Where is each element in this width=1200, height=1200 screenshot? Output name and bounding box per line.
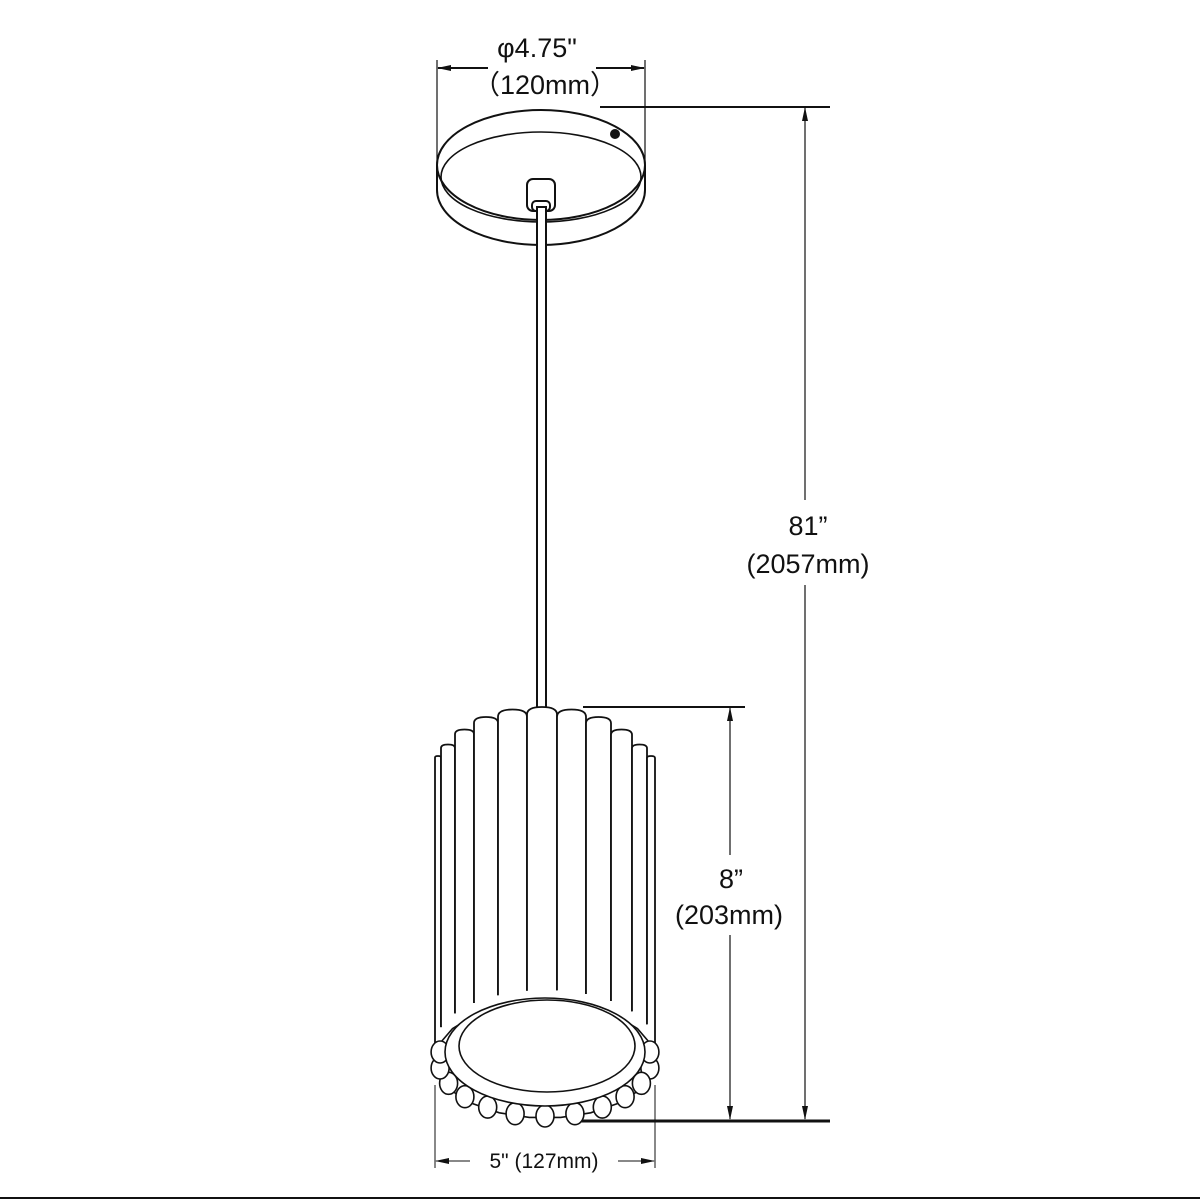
shade-flute (473, 716, 499, 1003)
shade-height-dimension (583, 706, 745, 1120)
shade-flute (497, 708, 528, 996)
shade-flute (526, 706, 558, 991)
shade-height-imperial: 8” (719, 864, 743, 894)
downrod (536, 206, 547, 710)
shade-flute (440, 743, 456, 1028)
rim-scallop (455, 1084, 475, 1109)
canopy-width-dimension (436, 60, 646, 175)
shade-height-metric: (203mm) (675, 900, 783, 930)
shade-width-dimension (434, 1085, 656, 1168)
rim-scallop (565, 1101, 585, 1126)
shade-width-label: 5" (127mm) (490, 1150, 599, 1173)
canopy-width-metric: （120mm） (473, 70, 617, 100)
rim-scallop (631, 1071, 652, 1096)
shade-flute (646, 755, 656, 1045)
shade-flute (454, 728, 475, 1014)
canopy-width-imperial: φ4.75" (497, 33, 577, 63)
overall-height-dimension (580, 106, 830, 1123)
diffuser-lens (458, 999, 636, 1093)
shade-flute (556, 708, 587, 994)
overall-height-imperial: 81” (788, 511, 827, 541)
rim-scallop (535, 1104, 555, 1128)
shade-flute (610, 728, 633, 1012)
fluted-shade (430, 706, 660, 1128)
rim-scallop (505, 1101, 525, 1126)
set-screw-icon (610, 129, 620, 139)
overall-height-metric: (2057mm) (746, 549, 869, 579)
rim-scallop (615, 1084, 635, 1109)
canopy (436, 109, 646, 246)
shade-flute (631, 743, 648, 1025)
shade-flute (585, 716, 612, 1001)
